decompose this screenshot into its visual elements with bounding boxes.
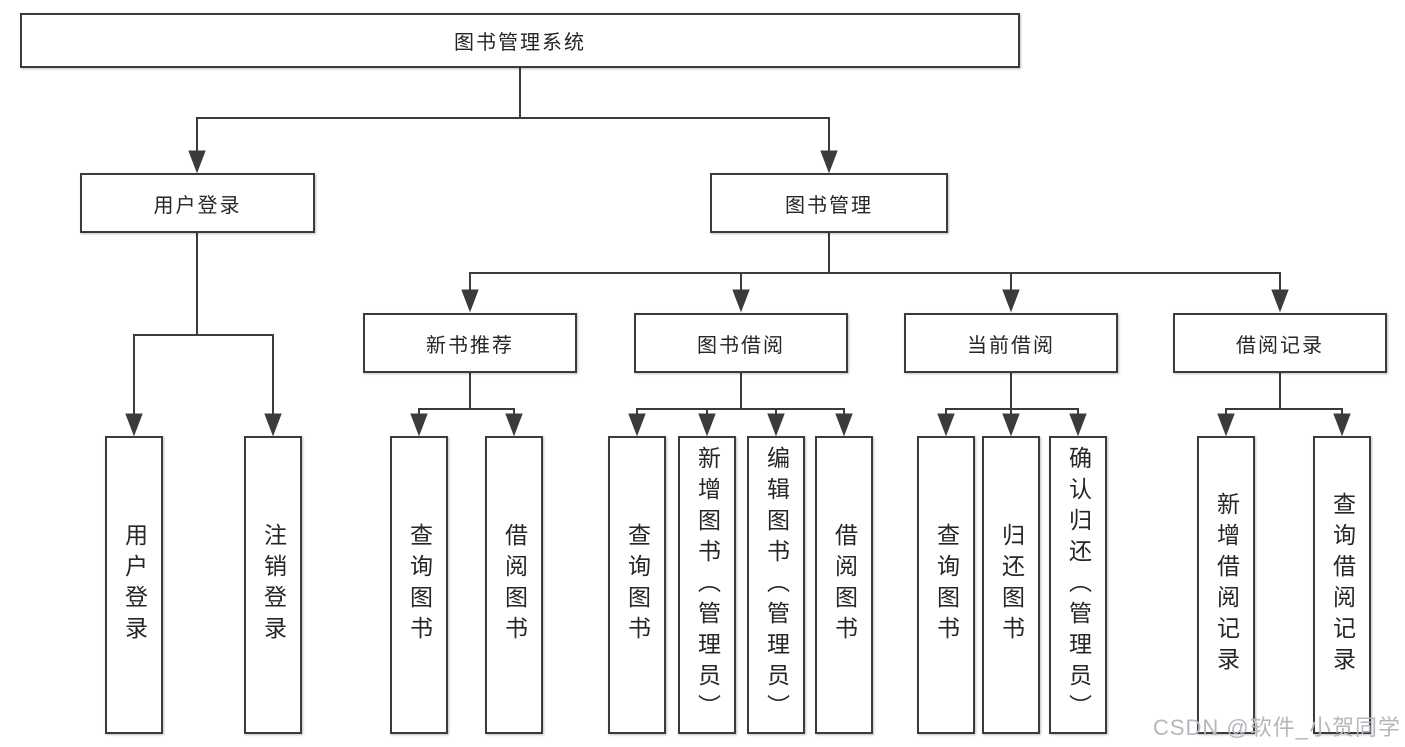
node-book-borrow-label: 图书借阅 [697, 334, 785, 357]
arrowhead-bb-query [628, 413, 646, 437]
arrowhead-br-add [1217, 413, 1235, 437]
arrowhead-cb-query [937, 413, 955, 437]
leaf-return-book: 归还图书 [982, 436, 1040, 734]
leaf-logout-login: 注销登录 [244, 436, 302, 734]
leaf-confirm-return-admin: 确认归还（管理员） [1049, 436, 1107, 734]
leaf-user-login-label: 用户登录 [121, 523, 148, 647]
arrowhead-new-books [461, 289, 479, 313]
csdn-watermark: CSDN @软件_小贺同学 [1152, 715, 1401, 740]
arrowhead-user-login [188, 150, 206, 174]
leaf-add-borrow-record: 新增借阅记录 [1197, 436, 1255, 734]
node-root-label: 图书管理系统 [454, 32, 586, 54]
leaf-query-borrow-record: 查询借阅记录 [1313, 436, 1371, 734]
leaf-user-login: 用户登录 [105, 436, 163, 734]
leaf-query-books-newbooks-label: 查询图书 [406, 523, 433, 647]
node-new-books: 新书推荐 [363, 313, 577, 373]
leaf-edit-book-admin: 编辑图书（管理员） [747, 436, 805, 734]
arrowhead-book-mgmt [820, 150, 838, 174]
leaf-query-books-borrow: 查询图书 [608, 436, 666, 734]
leaf-borrow-books-borrow: 借阅图书 [815, 436, 873, 734]
node-new-books-label: 新书推荐 [426, 334, 514, 357]
arrowhead-br-query [1333, 413, 1351, 437]
node-book-borrow: 图书借阅 [634, 313, 848, 373]
leaf-query-books-current: 查询图书 [917, 436, 975, 734]
node-user-login-label: 用户登录 [153, 194, 242, 217]
arrowhead-borrow-records [1271, 289, 1289, 313]
node-root: 图书管理系统 [20, 13, 1020, 68]
leaf-edit-book-admin-label: 编辑图书（管理员） [763, 445, 790, 725]
arrowhead-current-borrow [1002, 289, 1020, 313]
leaf-add-book-admin: 新增图书（管理员） [678, 436, 736, 734]
arrowhead-nb-borrow [505, 413, 523, 437]
arrowhead-leaf-logout [264, 413, 282, 437]
node-current-borrow: 当前借阅 [904, 313, 1118, 373]
leaf-confirm-return-admin-label: 确认归还（管理员） [1065, 445, 1092, 725]
arrowhead-book-borrow [732, 289, 750, 313]
leaf-add-book-admin-label: 新增图书（管理员） [694, 445, 721, 725]
leaf-return-book-label: 归还图书 [998, 523, 1025, 647]
arrowhead-cb-confirm [1069, 413, 1087, 437]
leaf-query-borrow-record-label: 查询借阅记录 [1329, 492, 1356, 678]
arrowhead-leaf-login [125, 413, 143, 437]
leaf-query-books-current-label: 查询图书 [933, 523, 960, 647]
node-book-management-label: 图书管理 [785, 194, 873, 217]
arrowhead-nb-query [410, 413, 428, 437]
leaf-logout-login-label: 注销登录 [260, 523, 287, 647]
leaf-borrow-books-newbooks: 借阅图书 [485, 436, 543, 734]
leaf-borrow-books-newbooks-label: 借阅图书 [501, 523, 528, 647]
leaf-query-books-borrow-label: 查询图书 [624, 523, 651, 647]
node-user-login: 用户登录 [80, 173, 315, 233]
arrowhead-bb-edit [767, 413, 785, 437]
node-borrow-records: 借阅记录 [1173, 313, 1387, 373]
node-borrow-records-label: 借阅记录 [1236, 334, 1324, 357]
arrowhead-bb-add [698, 413, 716, 437]
arrowhead-bb-borrow [835, 413, 853, 437]
leaf-query-books-newbooks: 查询图书 [390, 436, 448, 734]
node-current-borrow-label: 当前借阅 [967, 334, 1055, 357]
leaf-borrow-books-borrow-label: 借阅图书 [831, 523, 858, 647]
node-book-management: 图书管理 [710, 173, 948, 233]
arrowhead-cb-return [1002, 413, 1020, 437]
leaf-add-borrow-record-label: 新增借阅记录 [1213, 492, 1240, 678]
